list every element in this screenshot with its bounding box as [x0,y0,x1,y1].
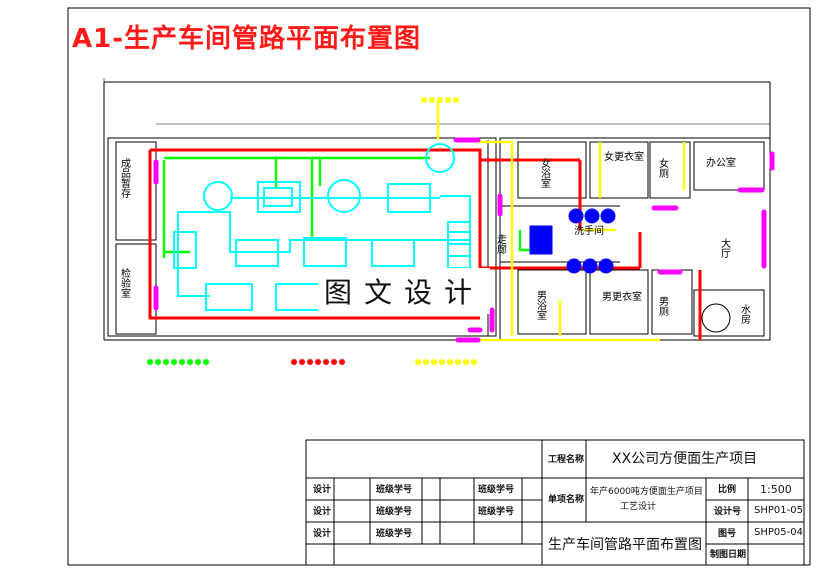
room-label-male-toilet: 男厕 [657,296,669,317]
process-equipment [173,143,471,311]
tb-unit-name-line1: 年产6000吨方便面生产项目 [590,487,703,497]
room-label-finished-storage: 成品暂存 [119,158,131,198]
tb-class-no-4: 班级学号 [478,485,515,495]
tb-drawing-name: 生产车间管路平面布置图 [548,537,702,553]
tb-date-label: 制图日期 [710,550,747,560]
tb-class-no-1: 班级学号 [376,485,413,495]
tb-unit-name-line2: 工艺设计 [620,502,657,512]
tb-design-no-value: SHP01-05 [754,505,803,516]
tb-drawing-no-value: SHP05-04 [754,527,803,538]
dimension-lines [103,78,770,125]
room-label-washroom: 洗手间 [574,224,604,237]
room-label-inspection: 检验室 [119,267,131,298]
room-label-hall: 大厅 [719,237,731,258]
room-label-male-bath: 男浴室 [535,290,547,320]
room-label-pump-room: 水房 [739,304,751,325]
legend-markers [147,97,477,365]
tb-scale-label: 比例 [718,485,737,495]
room-label-office: 办公室 [706,156,736,169]
air-pipes [436,100,686,342]
tb-project-name: XX公司方便面生产项目 [612,451,758,467]
room-label-female-change: 女更衣室 [604,150,644,163]
tb-unit-label: 单项名称 [548,495,585,505]
drawing-title: A1-生产车间管路平面布置图 [72,24,422,54]
tb-class-no-2: 班级学号 [376,507,413,517]
tb-design-no-label: 设计号 [714,507,742,517]
watermark: 图文设计 [318,268,490,314]
tank-group [529,208,616,274]
tb-class-no-5: 班级学号 [478,507,515,517]
tb-project-label: 工程名称 [548,455,585,465]
room-label-corridor: 走廊 [495,234,507,255]
tb-drawing-no-label: 图号 [718,529,737,539]
title-block-grid [305,439,805,566]
tb-design-label-3: 设计 [313,529,332,539]
tb-design-label-1: 设计 [313,485,332,495]
room-label-female-toilet: 女厕 [657,157,669,179]
room-label-female-bath: 女浴室 [539,157,551,188]
water-pipes [162,156,532,258]
tb-class-no-3: 班级学号 [376,529,413,539]
tb-scale-value: 1:500 [760,483,792,496]
room-label-male-change: 男更衣室 [602,290,642,303]
drain-pipes [153,137,775,343]
tb-design-label-2: 设计 [313,507,332,517]
